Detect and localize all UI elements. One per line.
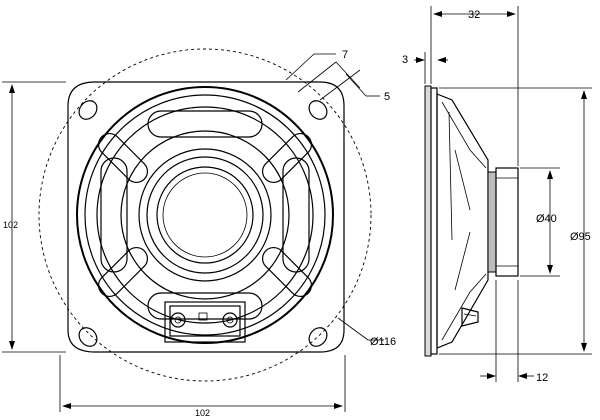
slot-label: 7: [342, 49, 348, 61]
basket-outer-ring: [76, 86, 334, 344]
overall-label: Ø95: [570, 231, 591, 243]
cutout-circle: [38, 48, 372, 382]
side-view: 32 3 Ø40 Ø95 12: [402, 6, 592, 384]
depth-label: 32: [468, 9, 480, 21]
dust-cap: [156, 166, 254, 264]
basket-windows: [97, 110, 313, 320]
magnet-label: Ø40: [536, 213, 557, 225]
side-flange: [424, 85, 432, 357]
flange-outline: [67, 81, 345, 353]
width-label: 102: [195, 408, 210, 418]
magnet-depth-label: 12: [536, 372, 548, 384]
cutout-label: Ø116: [370, 336, 396, 348]
flange-label: 3: [402, 54, 408, 66]
height-label: 102: [3, 220, 18, 230]
terminal-block: [164, 301, 246, 343]
hole-label: 5: [384, 91, 390, 103]
side-basket: [436, 93, 489, 349]
side-magnet: [487, 171, 497, 273]
mounting-holes: [78, 100, 328, 347]
front-view: Ø116 7 5 102 102: [2, 48, 396, 418]
